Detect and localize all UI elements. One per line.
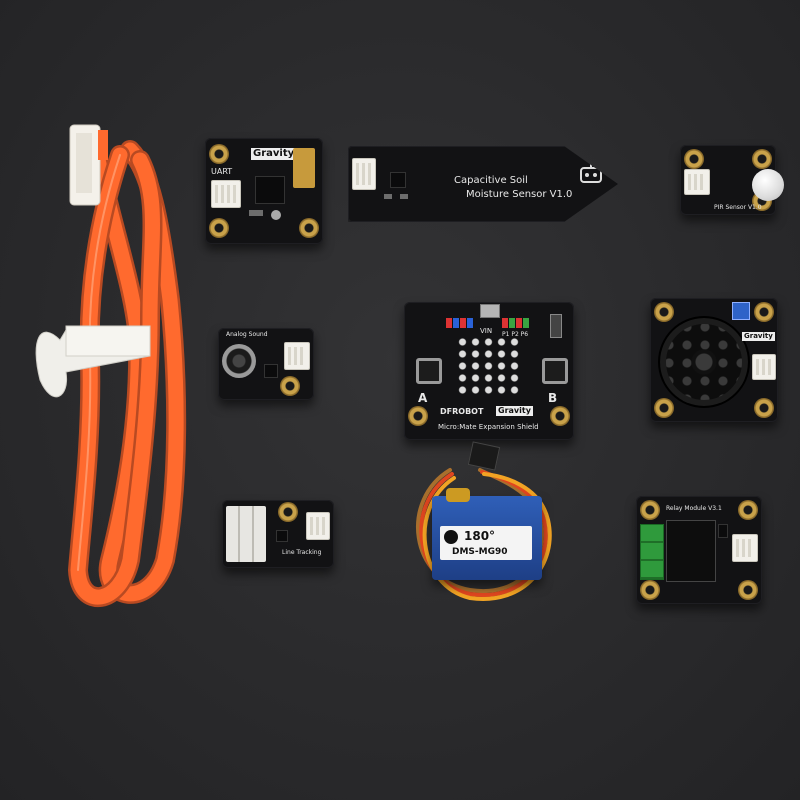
connector <box>306 512 330 540</box>
mount-hole <box>754 398 774 418</box>
servo-body: 180° DMS-MG90 <box>432 488 542 580</box>
bluetooth-module: Gravity UART <box>205 138 323 244</box>
line-tracking-sensor: Line Tracking <box>222 500 334 568</box>
smd-part <box>384 194 392 199</box>
mount-hole <box>209 144 229 164</box>
sensor-block <box>226 506 266 562</box>
chip <box>264 364 278 378</box>
button-b <box>542 358 568 384</box>
mount-hole <box>550 406 570 426</box>
relay-box <box>666 520 716 582</box>
angle-icon <box>444 530 458 544</box>
brand-label: Gravity <box>251 148 297 160</box>
pir-sensor: PIR Sensor V1.0 <box>680 145 784 215</box>
relay-label: Relay Module V3.1 <box>666 505 722 512</box>
soil-moisture-sensor: Capacitive Soil Moisture Sensor V1.0 <box>348 146 618 222</box>
smd-part <box>400 194 408 199</box>
microphone <box>222 344 256 378</box>
led-matrix <box>456 336 522 396</box>
port-label: UART <box>211 167 233 176</box>
tracking-label: Line Tracking <box>282 549 322 556</box>
sound-label: Analog Sound <box>226 331 268 338</box>
mount-hole <box>738 580 758 600</box>
speaker-grill <box>660 318 748 406</box>
button-a <box>416 358 442 384</box>
mount-hole <box>754 302 774 322</box>
connector <box>284 342 310 370</box>
potentiometer <box>732 302 750 320</box>
servo-model: DMS-MG90 <box>452 547 508 557</box>
sensor-title-line1: Capacitive Soil <box>454 175 528 186</box>
mount-hole <box>640 500 660 520</box>
servo-sticker: 180° DMS-MG90 <box>440 526 532 560</box>
pin-label: P1 P2 P6 <box>502 331 529 338</box>
chip <box>276 530 288 542</box>
mount-hole <box>640 580 660 600</box>
mount-hole <box>738 500 758 520</box>
terminal-block <box>640 524 664 580</box>
chip <box>718 524 728 538</box>
connector <box>352 158 376 190</box>
robot-logo-icon <box>580 163 602 183</box>
button-a-label: A <box>418 391 428 405</box>
usb-port <box>480 304 500 318</box>
mount-hole <box>654 398 674 418</box>
expansion-shield: VIN P1 P2 P6 A B DFROBOT Gravity Micro:M… <box>404 302 574 440</box>
connector <box>684 169 710 195</box>
servo-horn <box>446 488 470 502</box>
connector <box>211 180 241 208</box>
sound-sensor: Analog Sound <box>218 328 314 400</box>
mount-hole <box>299 218 319 238</box>
pir-dome <box>752 169 784 201</box>
button-b-label: B <box>548 391 558 405</box>
mount-hole <box>209 218 229 238</box>
smd-part <box>271 210 281 220</box>
gravity-label: Gravity <box>496 406 533 416</box>
chip <box>255 176 285 204</box>
pin-headers-right <box>502 318 530 328</box>
mount-hole <box>752 149 772 169</box>
switch <box>550 314 562 338</box>
pir-label: PIR Sensor V1.0 <box>714 204 762 211</box>
pin-headers-left <box>446 318 474 328</box>
brand-label: DFROBOT <box>440 407 484 416</box>
connector <box>732 534 758 562</box>
antenna <box>293 148 315 188</box>
mount-hole <box>408 406 428 426</box>
mount-hole <box>684 149 704 169</box>
chip <box>390 172 406 188</box>
vin-label: VIN <box>480 327 493 335</box>
relay-module: Relay Module V3.1 <box>636 496 762 604</box>
mount-hole <box>278 502 298 522</box>
mount-hole <box>654 302 674 322</box>
shield-title: Micro:Mate Expansion Shield <box>438 423 539 431</box>
mount-hole <box>280 376 300 396</box>
connector <box>752 354 776 380</box>
sensor-title-line2: Moisture Sensor V1.0 <box>466 189 573 200</box>
servo-angle: 180° <box>464 529 496 543</box>
smd-part <box>249 210 263 216</box>
brand-label: Gravity <box>742 332 775 341</box>
speaker-module: Gravity <box>650 298 778 422</box>
